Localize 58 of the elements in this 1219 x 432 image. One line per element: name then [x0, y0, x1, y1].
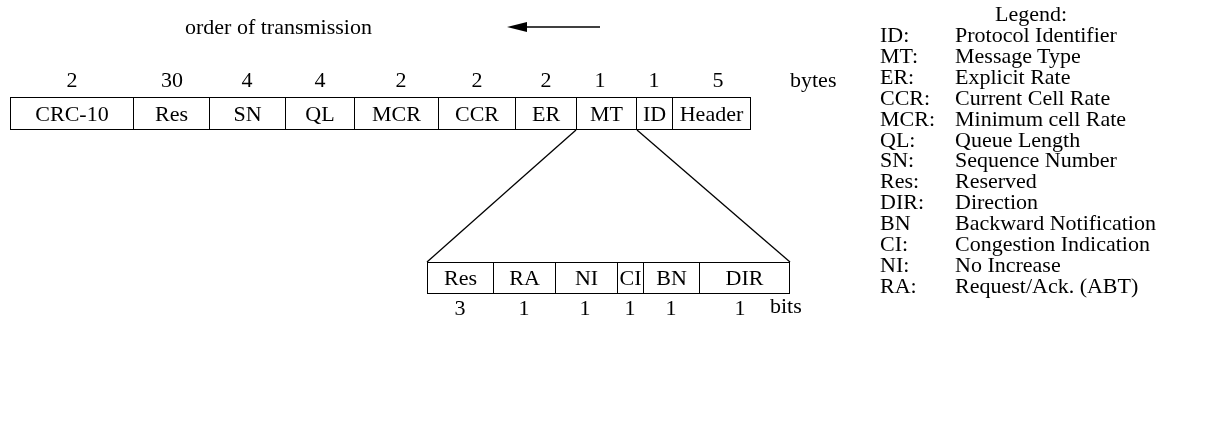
legend-description: Backward Notification [955, 212, 1156, 235]
field-cell: MCR [354, 97, 439, 130]
field-cell: Res [133, 97, 210, 130]
legend-abbreviation: SN: [880, 149, 915, 172]
field-cell: Res [427, 262, 494, 294]
field-cell: SN [209, 97, 286, 130]
bit-count: 1 [665, 297, 677, 319]
legend-abbreviation: ER: [880, 65, 915, 88]
field-cell: CI [617, 262, 644, 294]
byte-count: 1 [648, 69, 660, 91]
bit-count: 1 [734, 297, 746, 319]
legend-description: Message Type [955, 44, 1081, 67]
legend-abbreviation: BN [880, 212, 911, 235]
byte-count: 2 [395, 69, 407, 91]
bit-count: 1 [579, 297, 591, 319]
field-cell: BN [643, 262, 700, 294]
bit-count: 3 [454, 297, 466, 319]
legend-description: Congestion Indication [955, 233, 1150, 255]
legend-abbreviation: CI: [880, 233, 909, 255]
byte-count: 2 [471, 69, 483, 91]
legend-description: Minimum cell Rate [955, 107, 1127, 130]
legend-abbreviation: ID: [880, 24, 910, 46]
field-cell: CCR [438, 97, 516, 130]
field-cell: NI [555, 262, 618, 294]
legend-abbreviation: CCR: [880, 86, 931, 109]
legend-description: Direction [955, 191, 1039, 214]
bit-count: 1 [518, 297, 530, 319]
field-cell: RA [493, 262, 556, 294]
byte-count: 4 [241, 69, 253, 91]
zoom-line [636, 129, 791, 263]
unit-label: bits [770, 295, 802, 317]
field-cell: MT [576, 97, 637, 130]
legend-abbreviation: DIR: [880, 191, 924, 214]
legend-abbreviation: RA: [880, 274, 917, 297]
byte-count: 2 [66, 69, 78, 91]
unit-label: bytes [790, 69, 837, 91]
legend-abbreviation: MCR: [880, 107, 936, 130]
legend-abbreviation: MT: [880, 44, 919, 67]
field-cell: QL [285, 97, 355, 130]
caption-text: order of transmission [185, 16, 372, 38]
field-cell: Header [672, 97, 751, 130]
legend-description: Request/Ack. (ABT) [955, 274, 1139, 297]
legend-abbreviation: NI: [880, 253, 910, 276]
field-cell: DIR [699, 262, 790, 294]
field-cell: ID [636, 97, 673, 130]
legend-abbreviation: QL: [880, 128, 916, 151]
byte-count: 1 [594, 69, 606, 91]
legend-abbreviation: Res: [880, 170, 920, 193]
legend-description: Queue Length [955, 128, 1081, 151]
legend-title: Legend: [994, 3, 1068, 25]
field-cell: CRC-10 [10, 97, 134, 130]
bit-count: 1 [624, 297, 636, 319]
byte-count: 2 [540, 69, 552, 91]
zoom-line [426, 129, 577, 263]
field-cell: ER [515, 97, 577, 130]
byte-count: 30 [161, 69, 183, 91]
byte-count: 5 [712, 69, 724, 91]
byte-count: 4 [314, 69, 326, 91]
